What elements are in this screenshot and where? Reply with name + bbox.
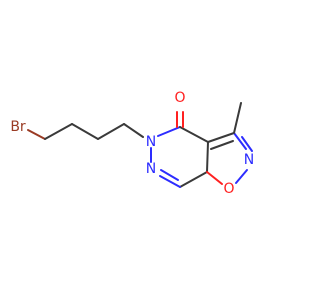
bond-c1-c2: [44, 123, 73, 140]
bond-c3-methyl: [233, 102, 242, 134]
ring-oxygen-label: O: [223, 181, 234, 197]
bond-n5-c4a: [157, 126, 181, 137]
bond-c3a-c7a: [206, 141, 209, 173]
bond-c3-n2-b: [241, 136, 253, 152]
bond-br-c1: [27, 129, 46, 140]
bond-c3a-c3: [207, 132, 235, 143]
bond-c2-c3: [71, 123, 99, 140]
ring-nitrogen-label: N: [146, 134, 156, 150]
bond-c7-n6-b: [160, 169, 179, 181]
carbonyl-oxygen-label: O: [174, 90, 185, 106]
bond-c7-n6-a: [159, 175, 181, 188]
bond-n2-o1: [235, 169, 248, 184]
bond-c7a-c7: [179, 171, 208, 188]
molecule-structure-diagram: Br N N N O O: [10, 90, 254, 197]
bond-o1-c7a: [206, 171, 223, 185]
isoxazole-nitrogen-label: N: [244, 152, 254, 168]
pyridazine-nitrogen-label: N: [146, 161, 156, 177]
bond-c3-c4: [97, 123, 125, 140]
bond-c4-c3a: [179, 126, 209, 143]
bromine-label: Br: [10, 119, 26, 135]
bond-c3-n2-a: [233, 132, 247, 150]
bond-c3-c3a-inner: [210, 140, 234, 150]
bond-c4-n5: [123, 123, 144, 138]
